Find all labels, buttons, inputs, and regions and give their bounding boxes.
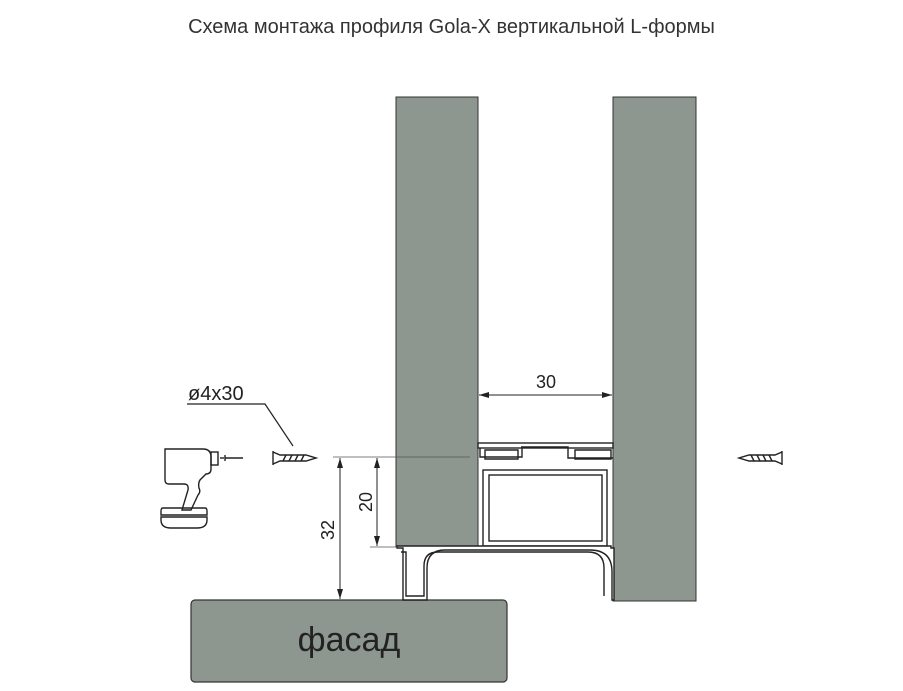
diagram-title: Схема монтажа профиля Gola-X вертикально… (188, 16, 715, 38)
left-cabinet-panel (395, 96, 479, 548)
dimension-20-label: 20 (356, 492, 376, 512)
dimension-20: 20 (356, 458, 380, 546)
screw-icon (272, 451, 319, 465)
facade-label: фасад (298, 621, 401, 659)
dimension-32: 32 (318, 458, 343, 599)
facade: фасад (190, 599, 508, 683)
screw-icon (736, 451, 783, 465)
right-cabinet-panel (612, 96, 697, 602)
gola-profile (396, 442, 615, 601)
screw-spec-label: ø4x30 (188, 383, 244, 405)
drill-icon (160, 448, 243, 529)
dimension-30-label: 30 (536, 372, 556, 392)
screw-spec-callout: ø4x30 (187, 383, 294, 447)
dimension-32-label: 32 (318, 520, 338, 540)
dimension-30: 30 (479, 372, 612, 398)
